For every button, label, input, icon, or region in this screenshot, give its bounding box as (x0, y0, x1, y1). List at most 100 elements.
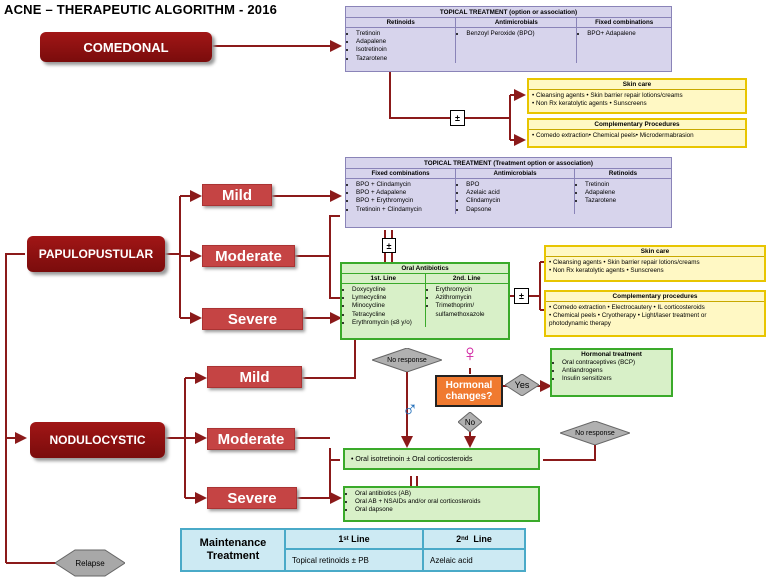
list-item: Erythromycin (≤8 y/o) (352, 319, 425, 327)
relapse-label: Relapse (75, 558, 105, 568)
relapse-diamond (55, 549, 125, 577)
hormonal-treatment-box: Hormonal treatment Oral contraceptives (… (550, 348, 673, 397)
list-item: Benzoyl Peroxide (BPO) (466, 30, 576, 38)
topical1-antimicrobials-col: Antimicrobials Benzoyl Peroxide (BPO) (456, 18, 578, 63)
maintenance-second-sup: nd (461, 536, 469, 542)
maintenance-first-value: Topical retinoids ± PB (286, 550, 424, 570)
compl2-line: • Comedo extraction • Electrocautery • I… (549, 304, 705, 311)
compl2-title: Complementary procedures (546, 292, 764, 302)
list-item: Adapalene (585, 189, 671, 197)
list-item: Oral antibiotics (AB) (355, 490, 538, 498)
topical2-title: TOPICAL TREATMENT (Treatment option or a… (346, 158, 671, 169)
list-item: Erythromycin (436, 286, 509, 294)
topical2-antimicrobials-col: Antimicrobials BPO Azelaic acid Clindamy… (456, 169, 575, 214)
list-item: Clindamycin (466, 197, 574, 205)
skincare1-title: Skin care (529, 80, 745, 90)
list-item: Azithromycin (436, 294, 509, 302)
complementary-box-2: Complementary procedures • Comedo extrac… (544, 290, 766, 337)
topical1-col-header: Retinoids (346, 18, 456, 28)
mild-nc-box: Mild (207, 366, 302, 388)
list-item: BPO + Clindamycin (356, 181, 455, 189)
maintenance-label: Maintenance Treatment (182, 530, 286, 570)
topical1-col-header: Antimicrobials (456, 18, 577, 28)
page-title: ACNE – THERAPEUTIC ALGORITHM - 2016 (4, 2, 278, 17)
plusminus-symbol: ± (382, 238, 396, 253)
complementary-box-1: Complementary Procedures • Comedo extrac… (527, 118, 747, 148)
list-item: Azelaic acid (466, 189, 574, 197)
maintenance-first-word: Line (348, 534, 370, 544)
list-item: Oral AB + NSAIDs and/or oral corticoster… (355, 498, 538, 506)
plusminus-symbol: ± (450, 110, 465, 126)
list-item: Tazarotene (356, 55, 455, 63)
no-diamond (458, 412, 482, 432)
maintenance-first-sup: st (343, 536, 349, 542)
female-symbol-icon: ♀ (461, 340, 479, 367)
plusminus-symbol: ± (514, 288, 529, 304)
yes-diamond (505, 374, 539, 396)
compl1-title: Complementary Procedures (529, 120, 745, 130)
topical2-col-header: Retinoids (574, 169, 671, 179)
list-item: BPO + Erythromycin (356, 197, 455, 205)
list-item: Lymecycline (352, 294, 425, 302)
list-item: Tretinoin (585, 181, 671, 189)
no-response-diamond-1 (372, 348, 442, 372)
list-item: BPO (466, 181, 574, 189)
moderate-pp-box: Moderate (202, 245, 295, 267)
maintenance-first-n: 1 (338, 534, 344, 544)
topical2-col-header: Antimicrobials (456, 169, 574, 179)
list-item: Dapsone (466, 206, 574, 214)
list-item: Insulin sensitizers (562, 375, 671, 383)
moderate-nc-box: Moderate (207, 428, 295, 450)
list-item: BPO+ Adapalene (587, 30, 671, 38)
compl1-line: • Comedo extraction• Chemical peels• Mic… (532, 132, 694, 139)
hormonal-changes-box: Hormonal changes? (435, 375, 503, 407)
isotretinoin-box: • Oral isotretinoin ± Oral corticosteroi… (343, 448, 540, 470)
topical1-title: TOPICAL TREATMENT (option or association… (346, 7, 671, 18)
oral-ab-first-col: 1st. Line Doxycycline Lymecycline Minocy… (342, 274, 426, 328)
compl2-line: • Chemical peels • Cryotherapy • Light/l… (549, 312, 707, 319)
no-response-label-2: No response (575, 429, 615, 437)
skincare2-line: • Cleansing agents • Skin barrier repair… (549, 259, 700, 266)
oral-ab-col-header: 2nd. Line (425, 274, 508, 284)
list-item: BPO + Adapalene (356, 189, 455, 197)
maintenance-second-word: Line (468, 534, 492, 544)
list-item: Adapalene (356, 38, 455, 46)
list-item: Tretinoin (356, 30, 455, 38)
yes-label: Yes (514, 380, 530, 390)
skincare2-line: • Non Rx keratolytic agents • Sunscreens (549, 267, 664, 274)
list-item: Isotretinoin (356, 46, 455, 54)
list-item: Oral contraceptives (BCP) (562, 359, 671, 367)
skin-care-box-1: Skin care • Cleansing agents • Skin barr… (527, 78, 747, 114)
nodulocystic-box: NODULOCYSTIC (30, 422, 165, 458)
topical-treatment-comedonal: TOPICAL TREATMENT (option or association… (345, 6, 672, 72)
topical-treatment-papulopustular: TOPICAL TREATMENT (Treatment option or a… (345, 157, 672, 228)
skincare2-title: Skin care (546, 247, 764, 257)
oral-options-box: Oral antibiotics (AB) Oral AB + NSAIDs a… (343, 486, 540, 522)
no-response-diamond-2 (560, 421, 630, 445)
oral-ab-title: Oral Antibiotics (342, 264, 508, 274)
list-item: Tazarotene (585, 197, 671, 205)
oral-ab-second-col: 2nd. Line Erythromycin Azithromycin Trim… (425, 274, 509, 327)
topical2-col-header: Fixed combinations (346, 169, 456, 179)
hormonal-title: Hormonal treatment (581, 351, 642, 358)
list-item: Minocycline (352, 302, 425, 310)
mild-pp-box: Mild (202, 184, 272, 206)
no-response-label-1: No response (387, 356, 427, 364)
topical2-fixed-col: Fixed combinations BPO + Clindamycin BPO… (346, 169, 457, 214)
severe-nc-box: Severe (207, 487, 297, 509)
list-item: Antiandrogens (562, 367, 671, 375)
topical1-col-header: Fixed combinations (577, 18, 672, 28)
skincare1-line: • Non Rx keratolytic agents • Sunscreens (532, 100, 647, 107)
list-item: Tretinoin + Clindamycin (356, 206, 455, 214)
comedonal-box: COMEDONAL (40, 32, 212, 62)
oral-antibiotics-box: Oral Antibiotics 1st. Line Doxycycline L… (340, 262, 510, 340)
severe-pp-box: Severe (202, 308, 303, 330)
topical1-retinoids-col: Retinoids Tretinoin Adapalene Isotretino… (346, 18, 457, 63)
list-item: Doxycycline (352, 286, 425, 294)
compl2-line: photodynamic therapy (549, 320, 611, 327)
no-label: No (464, 417, 476, 427)
list-item: Trimethoprim/ sulfamethoxazole (436, 302, 509, 318)
